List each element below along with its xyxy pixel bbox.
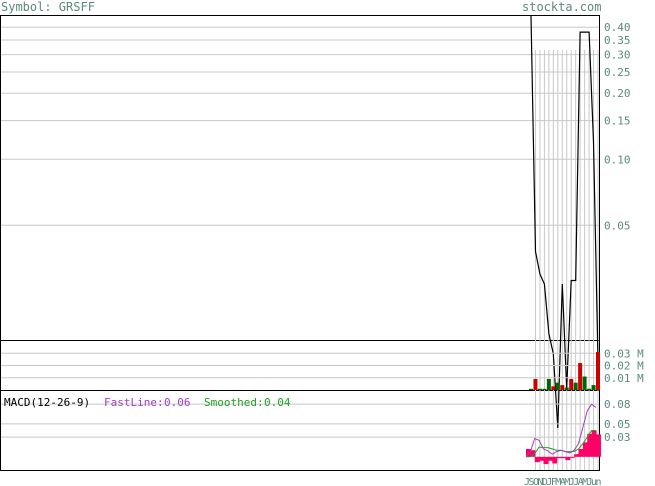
macd-fastline xyxy=(525,403,597,458)
volume-bar xyxy=(564,387,569,390)
macd-histogram-bar xyxy=(552,456,558,464)
price-tick-label: 0.05 xyxy=(604,219,631,232)
x-tick-label: J xyxy=(546,477,552,486)
volume-bars xyxy=(529,352,600,390)
fastline-value: 0.06 xyxy=(164,396,191,409)
x-tick-label: J xyxy=(524,477,530,486)
macd-histogram-bar xyxy=(565,456,571,461)
macd-histogram-bar xyxy=(587,433,593,457)
price-tick-label: 0.10 xyxy=(604,153,631,166)
macd-histogram-bar xyxy=(530,450,536,457)
fastline-label: FastLine: xyxy=(104,396,164,409)
macd-lines xyxy=(525,403,597,458)
volume-bar xyxy=(596,352,600,390)
x-tick-label: u xyxy=(591,477,597,486)
macd-histogram-bar xyxy=(569,456,575,458)
macd-panel-frame xyxy=(0,390,600,471)
volume-bar xyxy=(591,385,596,390)
macd-histogram-bar xyxy=(596,434,601,457)
price-line-group xyxy=(530,15,599,429)
volume-bar xyxy=(560,385,565,390)
symbol-label: Symbol: GRSFF xyxy=(1,0,95,14)
price-line xyxy=(530,15,599,429)
smoothed-value: 0.04 xyxy=(264,396,291,409)
x-tick-label: M xyxy=(555,477,561,486)
macd-histogram-bar xyxy=(561,456,566,459)
macd-tick-label: 0.08 xyxy=(604,398,631,411)
macd-tick-label: 0.03 xyxy=(604,431,631,444)
volume-grid xyxy=(1,352,599,379)
x-tick-label: A xyxy=(560,477,566,486)
macd-grid xyxy=(1,403,599,438)
volume-bar xyxy=(569,378,574,390)
price-tick-label: 0.40 xyxy=(604,21,631,34)
macd-histogram-bar xyxy=(543,456,549,465)
x-tick-label: J xyxy=(573,477,579,486)
site-label: stockta.com xyxy=(522,0,602,14)
x-tick-label: J xyxy=(569,477,575,486)
volume-bar xyxy=(533,378,538,390)
macd-histogram-bar xyxy=(556,456,562,459)
x-tick-label: S xyxy=(528,477,534,486)
x-tick-label: J xyxy=(587,477,593,486)
x-tick-label: n xyxy=(596,477,602,486)
x-tick-label: M xyxy=(582,477,588,486)
volume-bar xyxy=(587,388,592,390)
price-tick-label: 0.35 xyxy=(604,34,631,47)
x-tick-label: D xyxy=(542,477,548,486)
price-tick-label: 0.25 xyxy=(604,66,631,79)
x-tick-label: N xyxy=(537,477,543,486)
macd-y-ticks: 0.08 0.050.03 xyxy=(604,398,631,444)
vertical-grid xyxy=(534,50,599,470)
volume-bar xyxy=(555,382,560,390)
volume-tick-label: 0.03 M xyxy=(604,347,644,360)
x-tick-label: F xyxy=(551,477,557,486)
macd-histogram-bar xyxy=(578,448,584,457)
macd-histogram-bar xyxy=(526,448,531,457)
macd-histogram-bar xyxy=(574,454,580,457)
volume-bar xyxy=(551,386,556,390)
macd-histogram-bar xyxy=(547,456,553,461)
macd-histogram xyxy=(526,430,601,465)
volume-tick-label: 0.01 M xyxy=(604,372,644,385)
volume-bar xyxy=(546,378,551,390)
volume-bar xyxy=(537,388,542,390)
volume-bar xyxy=(573,382,578,390)
volume-bar xyxy=(529,388,533,390)
volume-bar xyxy=(542,388,547,390)
volume-bar xyxy=(582,376,587,390)
price-y-ticks: 0.400.35 0.30 0.25 0.20 0.15 0.10 0.05 xyxy=(604,21,631,232)
volume-bar xyxy=(578,363,583,390)
smoothed-label: Smoothed: xyxy=(204,396,264,409)
macd-histogram-bar xyxy=(591,430,597,457)
macd-histogram-bar xyxy=(539,456,545,461)
x-tick-label: M xyxy=(564,477,570,486)
price-tick-label: 0.20 xyxy=(604,87,631,100)
volume-y-ticks: 0.03 M0.02 M0.01 M xyxy=(604,347,644,385)
volume-tick-label: 0.02 M xyxy=(604,360,644,373)
x-tick-label: O xyxy=(533,477,539,486)
price-grid xyxy=(1,26,599,226)
price-panel-frame xyxy=(0,15,600,341)
macd-histogram-bar xyxy=(582,442,588,457)
price-tick-label: 0.30 xyxy=(604,49,631,62)
macd-histogram-bar xyxy=(534,456,540,463)
x-tick-label: A xyxy=(578,477,584,486)
price-tick-label: 0.15 xyxy=(604,115,631,128)
macd-title: MACD(12-26-9) xyxy=(4,396,90,409)
macd-tick-label: 0.05 xyxy=(604,418,631,431)
